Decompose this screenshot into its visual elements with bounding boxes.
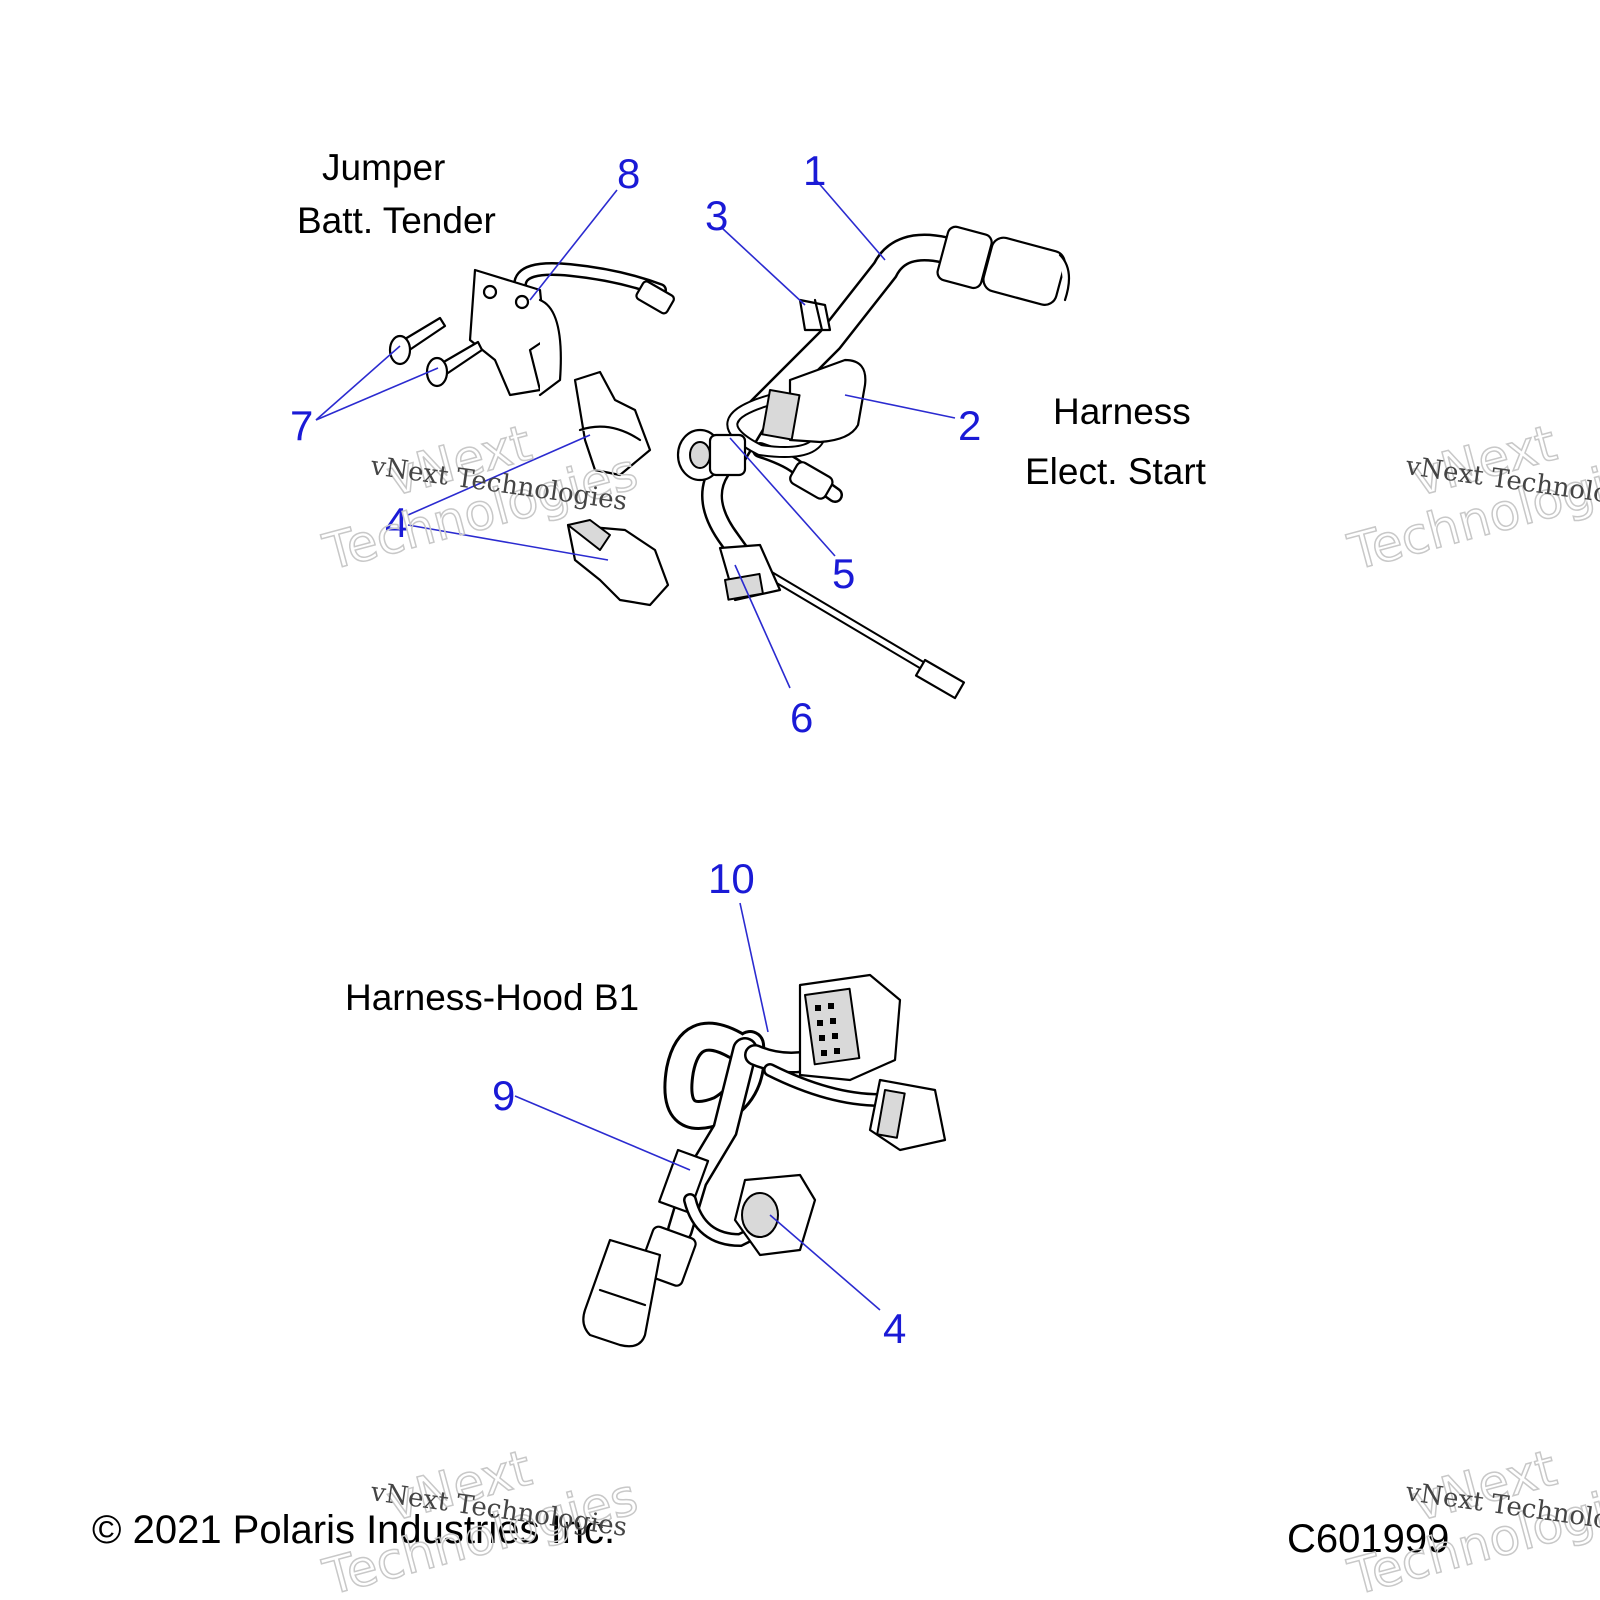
harness-clip	[798, 298, 832, 332]
callout-5: 5	[832, 550, 855, 597]
label-elect-start: Elect. Start	[1025, 451, 1207, 492]
grommet-plug	[676, 428, 747, 482]
callout-1: 1	[803, 147, 826, 194]
callout-10: 10	[708, 855, 755, 902]
connector-cover-lower	[566, 519, 670, 607]
main-connector	[936, 225, 1071, 306]
multi-pin-connector	[798, 973, 902, 1082]
callout-7: 7	[290, 402, 313, 449]
push-rivets	[388, 316, 484, 388]
relay-box	[761, 358, 867, 444]
label-batt-tender: Batt. Tender	[297, 200, 496, 241]
callout-9: 9	[492, 1072, 515, 1119]
hood-main-connector	[582, 1225, 697, 1348]
callout-3: 3	[705, 192, 728, 239]
label-harness: Harness	[1053, 391, 1191, 432]
footer: © 2021 Polaris Industries Inc. C601999	[92, 1508, 1449, 1561]
leader-lines	[315, 179, 956, 1311]
sensor-connector	[718, 543, 782, 602]
group-labels: Jumper Batt. Tender Harness Elect. Start…	[297, 147, 1207, 1018]
label-jumper: Jumper	[322, 147, 445, 188]
harness-hood-assembly	[582, 973, 947, 1348]
connector-pins	[815, 1003, 840, 1056]
jumper-batt-tender	[468, 262, 675, 397]
callout-6: 6	[790, 694, 813, 741]
callout-numbers: 1 2 3 4 5 6 7 8 9 10 4	[290, 147, 981, 1352]
label-harness-hood: Harness-Hood B1	[345, 977, 639, 1018]
copyright-text: © 2021 Polaris Industries Inc.	[92, 1508, 615, 1552]
callout-4-lower: 4	[883, 1305, 906, 1352]
hood-connector-cover	[733, 1173, 817, 1257]
connector-cover-upper	[573, 370, 652, 477]
callout-4-upper: 4	[385, 499, 408, 546]
diagram-code: C601999	[1287, 1517, 1449, 1561]
side-plug-connector	[868, 1078, 947, 1152]
harness-elect-start-assembly	[676, 225, 1071, 700]
callout-2: 2	[958, 402, 981, 449]
callout-8: 8	[617, 150, 640, 197]
